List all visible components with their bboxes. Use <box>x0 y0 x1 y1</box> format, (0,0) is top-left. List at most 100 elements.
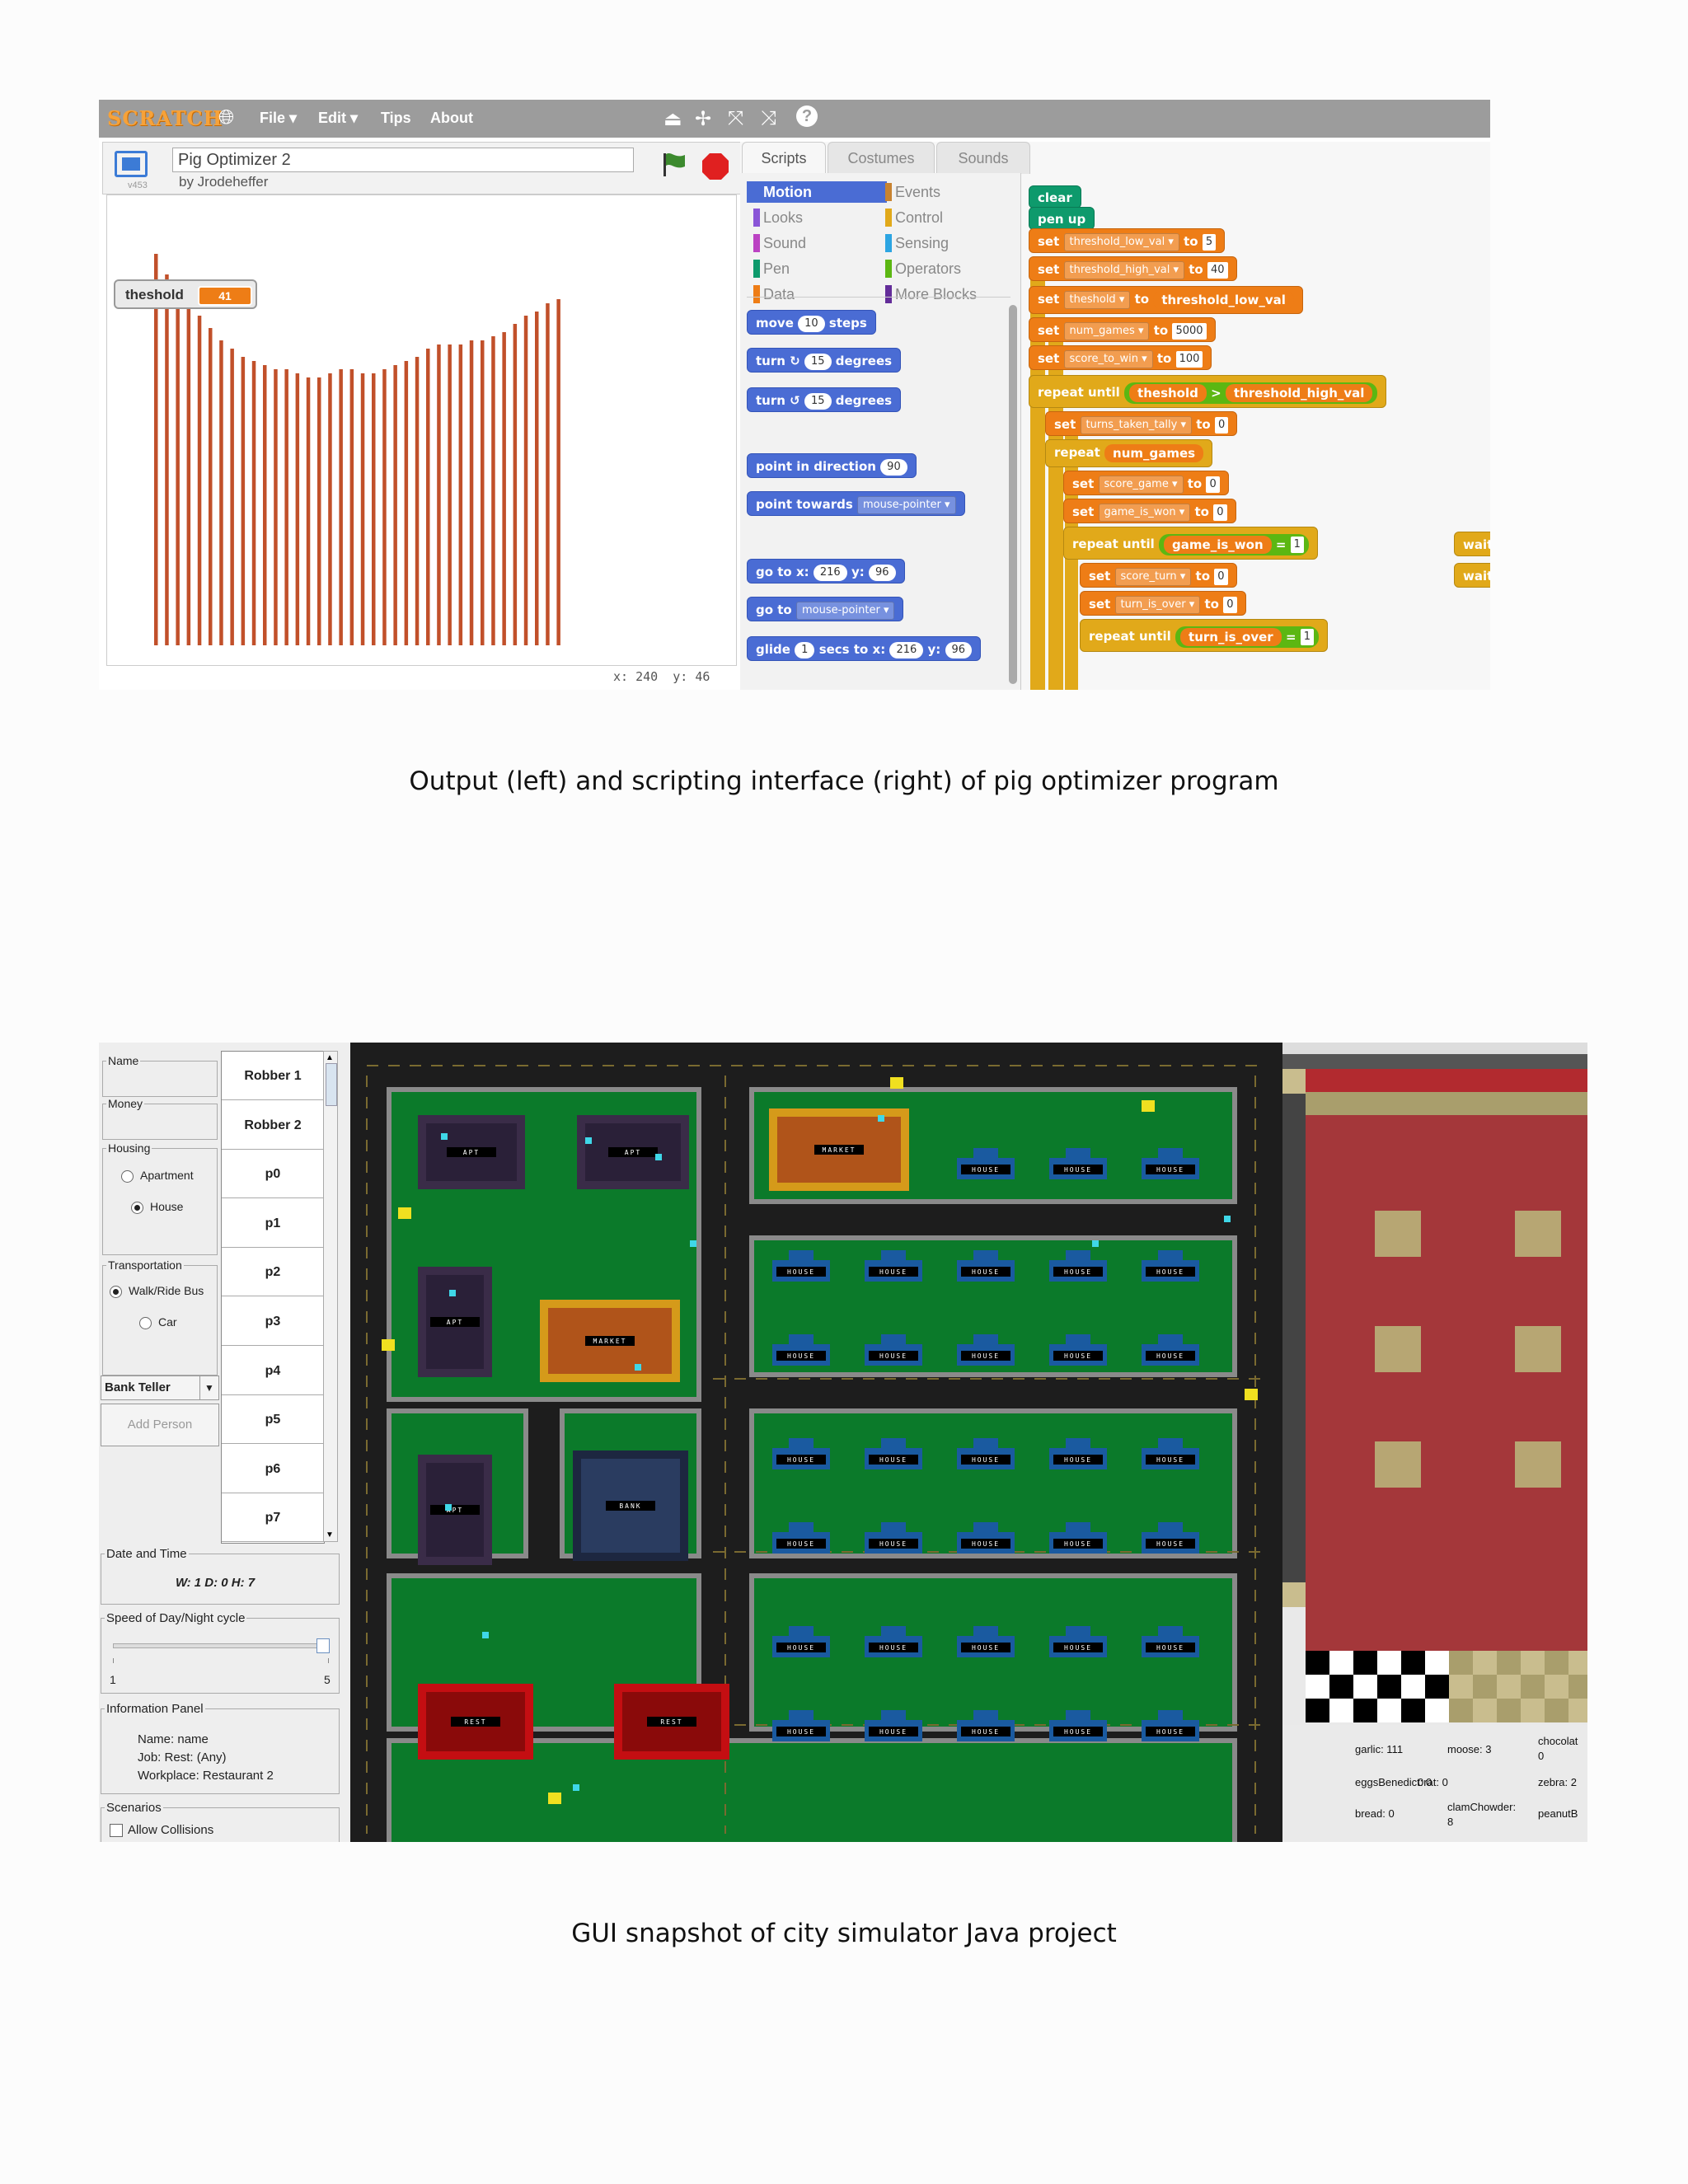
scroll-up-icon[interactable]: ▲ <box>326 1053 334 1062</box>
block-set-turns-taken[interactable]: set turns_taken_tally to 0 <box>1045 411 1238 436</box>
block-wait-1[interactable]: wait <box>1454 532 1490 556</box>
bank-building[interactable] <box>573 1451 688 1561</box>
block-turn-right[interactable]: turn ↻ 15 degrees <box>747 348 902 373</box>
person-marker[interactable] <box>1092 1240 1099 1247</box>
move-icon[interactable]: ✢ <box>695 108 712 130</box>
menu-edit[interactable]: Edit ▾ <box>318 110 359 126</box>
vehicle-marker[interactable] <box>548 1793 561 1804</box>
block-point-towards[interactable]: point towards mouse-pointer <box>747 491 965 516</box>
script-area[interactable]: clear pen up set threshold_low_val to 5 … <box>1022 179 1490 690</box>
tab-costumes[interactable]: Costumes <box>828 142 935 174</box>
fullscreen-icon[interactable] <box>115 151 148 177</box>
block-wait-2[interactable]: wait <box>1454 563 1490 588</box>
person-marker[interactable] <box>573 1784 579 1791</box>
apartment-building[interactable] <box>418 1115 525 1189</box>
person-list-item[interactable]: Robber 2 <box>222 1101 324 1150</box>
category-events[interactable]: Events <box>879 181 1019 203</box>
block-pen-up[interactable]: pen up <box>1029 207 1095 230</box>
menu-tips[interactable]: Tips <box>381 110 411 126</box>
block-set-game-is-won[interactable]: set game_is_won to 0 <box>1063 499 1236 523</box>
person-marker[interactable] <box>482 1632 489 1638</box>
person-list-item[interactable]: p5 <box>222 1395 324 1445</box>
person-list-item[interactable]: p4 <box>222 1347 324 1395</box>
menu-file[interactable]: File ▾ <box>260 110 298 126</box>
name-field[interactable]: Name <box>102 1054 218 1097</box>
block-go-to[interactable]: go to mouse-pointer <box>747 597 904 621</box>
scratch-logo[interactable]: SCRATCH <box>107 106 223 130</box>
vehicle-marker[interactable] <box>382 1339 395 1351</box>
block-clear[interactable]: clear <box>1029 185 1081 209</box>
person-marker[interactable] <box>878 1115 884 1122</box>
block-set-score-turn[interactable]: set score_turn to 0 <box>1080 563 1237 588</box>
category-sensing[interactable]: Sensing <box>879 232 1019 254</box>
person-marker[interactable] <box>585 1137 592 1144</box>
category-looks[interactable]: Looks <box>747 207 887 228</box>
help-icon[interactable]: ? <box>796 105 818 127</box>
allow-collisions-checkbox[interactable]: Allow Collisions <box>110 1823 213 1838</box>
block-repeat-until[interactable]: repeat until theshold > threshold_high_v… <box>1029 375 1387 408</box>
block-set-num-games[interactable]: set num_games to 5000 <box>1029 317 1216 342</box>
vehicle-marker[interactable] <box>890 1077 903 1089</box>
tab-sounds[interactable]: Sounds <box>936 142 1030 174</box>
category-pen[interactable]: Pen <box>747 258 887 279</box>
block-set-low[interactable]: set threshold_low_val to 5 <box>1029 228 1226 253</box>
block-set-score-game[interactable]: set score_game to 0 <box>1063 471 1229 495</box>
vehicle-marker[interactable] <box>1142 1100 1155 1112</box>
category-more-blocks[interactable]: More Blocks <box>879 284 1019 305</box>
palette-scrollbar[interactable] <box>1009 305 1017 684</box>
green-flag-icon[interactable] <box>660 151 688 183</box>
variable-monitor[interactable]: theshold 41 <box>114 279 257 309</box>
person-list-item[interactable]: Robber 1 <box>222 1052 324 1100</box>
speed-slider-thumb[interactable] <box>316 1638 330 1653</box>
vehicle-marker[interactable] <box>398 1207 411 1219</box>
block-glide[interactable]: glide 1 secs to x: 216 y: 96 <box>747 636 982 661</box>
block-repeat[interactable]: repeat num_games <box>1045 439 1213 467</box>
person-list-item[interactable]: p1 <box>222 1199 324 1248</box>
block-set-turn-is-over[interactable]: set turn_is_over to 0 <box>1080 591 1246 616</box>
radio-walk-bus[interactable]: Walk/Ride Bus <box>110 1284 204 1298</box>
block-point-direction[interactable]: point in direction 90 <box>747 453 917 478</box>
person-marker[interactable] <box>441 1133 448 1140</box>
person-marker[interactable] <box>449 1290 456 1296</box>
scroll-thumb[interactable] <box>326 1063 337 1106</box>
tab-scripts[interactable]: Scripts <box>742 142 826 174</box>
list-scrollbar[interactable]: ▲ ▼ <box>323 1051 338 1542</box>
category-data[interactable]: Data <box>747 284 887 305</box>
category-sound[interactable]: Sound <box>747 232 887 254</box>
block-go-to-xy[interactable]: go to x: 216 y: 96 <box>747 559 905 583</box>
scroll-down-icon[interactable]: ▼ <box>326 1530 334 1540</box>
job-select[interactable]: Bank Teller ▼ <box>101 1376 219 1400</box>
money-field[interactable]: Money <box>102 1097 218 1140</box>
person-list-item[interactable]: p6 <box>222 1445 324 1493</box>
block-set-score-to-win[interactable]: set score_to_win to 100 <box>1029 345 1212 370</box>
block-repeat-until-turn-over[interactable]: repeat until turn_is_over = 1 <box>1080 619 1329 652</box>
person-list-item[interactable]: p2 <box>222 1248 324 1297</box>
project-title-input[interactable]: Pig Optimizer 2 <box>172 148 634 172</box>
person-list-item[interactable]: p0 <box>222 1150 324 1199</box>
block-repeat-until-won[interactable]: repeat until game_is_won = 1 <box>1063 527 1318 560</box>
category-operators[interactable]: Operators <box>879 258 1019 279</box>
globe-icon[interactable]: 🌐︎ <box>218 106 235 129</box>
person-marker[interactable] <box>1224 1216 1231 1222</box>
radio-apartment[interactable]: Apartment <box>121 1169 194 1183</box>
speed-slider[interactable] <box>113 1638 330 1653</box>
person-marker[interactable] <box>655 1154 662 1160</box>
radio-house[interactable]: House <box>131 1200 183 1214</box>
person-list-item[interactable]: p3 <box>222 1297 324 1346</box>
add-person-button[interactable]: Add Person <box>101 1404 219 1446</box>
person-marker[interactable] <box>690 1240 696 1247</box>
stamp-icon[interactable]: ⏏ <box>663 108 682 130</box>
menu-about[interactable]: About <box>430 110 473 126</box>
block-set-theshold[interactable]: set theshold to threshold_low_val <box>1029 286 1303 314</box>
category-control[interactable]: Control <box>879 207 1019 228</box>
grow-icon[interactable]: ⤧ <box>728 107 744 129</box>
stage[interactable]: theshold 41 <box>106 194 737 666</box>
category-motion[interactable]: Motion <box>747 181 887 203</box>
person-marker[interactable] <box>635 1364 641 1371</box>
shrink-icon[interactable]: ⤨ <box>761 107 777 129</box>
vehicle-marker[interactable] <box>1245 1389 1258 1400</box>
stop-icon[interactable] <box>701 152 729 185</box>
block-set-high[interactable]: set threshold_high_val to 40 <box>1029 256 1237 281</box>
radio-car[interactable]: Car <box>139 1315 177 1329</box>
